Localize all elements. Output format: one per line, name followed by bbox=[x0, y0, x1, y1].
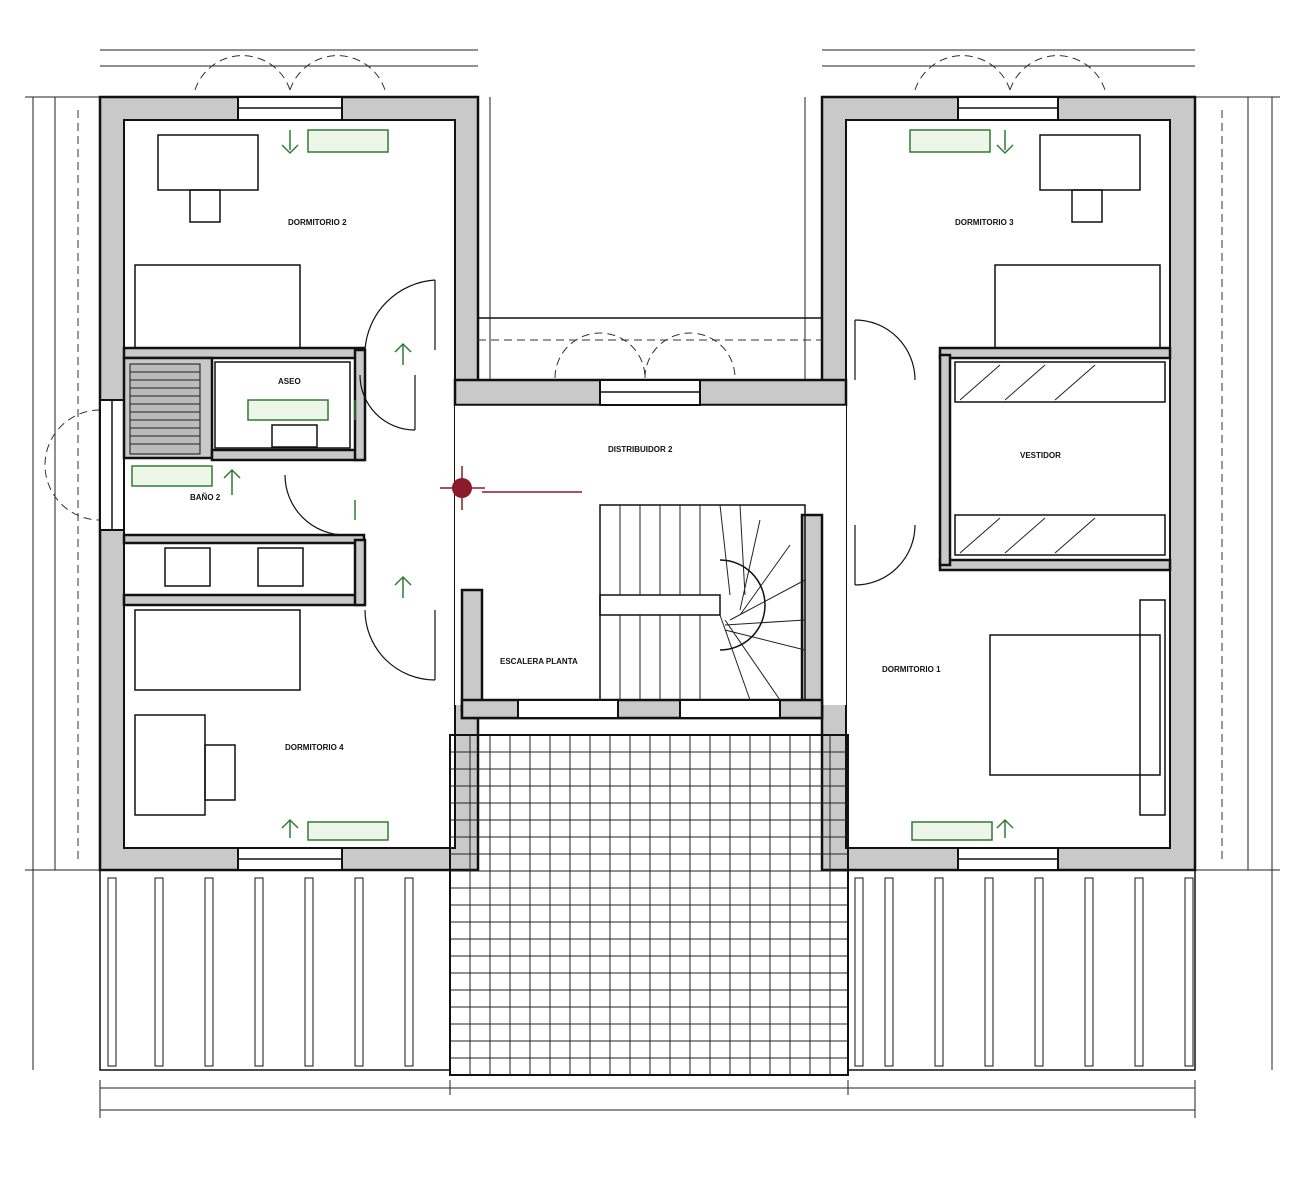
room-label-dorm-top-left: DORMITORIO 2 bbox=[288, 218, 347, 227]
room-label-dorm-top-right: DORMITORIO 3 bbox=[955, 218, 1014, 227]
tiled-terrace bbox=[449, 734, 849, 1076]
right-wing-walls bbox=[820, 95, 1197, 872]
pergola-post bbox=[107, 877, 117, 1067]
pergola-post bbox=[1184, 877, 1194, 1067]
pergola-post bbox=[1034, 877, 1044, 1067]
room-label-aseo: ASEO bbox=[278, 377, 301, 386]
room-label-dorm-bottom-left: DORMITORIO 4 bbox=[285, 743, 344, 752]
pergola-post bbox=[354, 877, 364, 1067]
dimension-lines bbox=[25, 49, 1280, 1118]
central-walls bbox=[453, 378, 848, 720]
pergola-post bbox=[204, 877, 214, 1067]
room-label-distribuidor: DISTRIBUIDOR 2 bbox=[608, 445, 673, 454]
pergola-post bbox=[884, 877, 894, 1067]
top-terrace bbox=[477, 317, 823, 381]
level-marker-icon bbox=[440, 466, 582, 510]
pergola-post bbox=[934, 877, 944, 1067]
left-partitions bbox=[122, 134, 367, 816]
room-label-escalera: ESCALERA PLANTA bbox=[500, 657, 578, 666]
pergola-post bbox=[404, 877, 414, 1067]
staircase bbox=[599, 504, 806, 701]
room-label-bano: BAÑO 2 bbox=[190, 493, 221, 502]
pergola-post bbox=[1134, 877, 1144, 1067]
window-swings bbox=[44, 55, 1106, 521]
pergola-post bbox=[854, 877, 864, 1067]
doors bbox=[284, 279, 916, 681]
pergola-post bbox=[984, 877, 994, 1067]
pergola-post bbox=[1084, 877, 1094, 1067]
pergola-post bbox=[304, 877, 314, 1067]
room-labels: DORMITORIO 2 DORMITORIO 3 DORMITORIO 4 D… bbox=[190, 218, 1061, 752]
pergola-post bbox=[154, 877, 164, 1067]
annotation-boxes bbox=[131, 129, 1014, 841]
room-label-vestidor: VESTIDOR bbox=[1020, 451, 1061, 460]
pergola bbox=[99, 869, 1196, 1071]
pergola-post bbox=[254, 877, 264, 1067]
right-partitions bbox=[938, 134, 1172, 816]
room-label-dorm-bottom-right: DORMITORIO 1 bbox=[882, 665, 941, 674]
